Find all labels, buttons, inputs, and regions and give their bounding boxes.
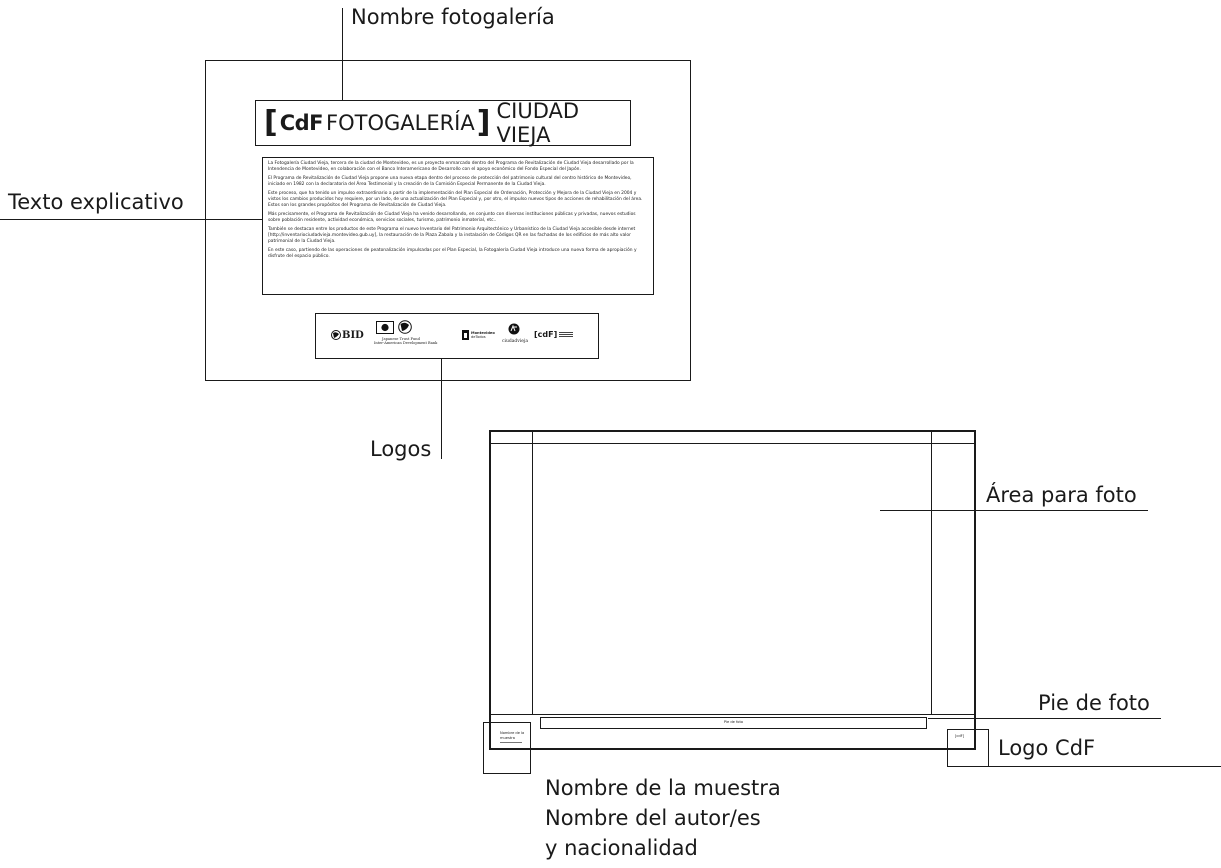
paragraph: La Fotogalería Ciudad Vieja, tercera de … xyxy=(268,161,634,172)
caption-bar: Pie de foto xyxy=(540,717,927,729)
gallery-title-box: [ CdF FOTOGALERÍA ] CIUDAD VIEJA xyxy=(255,99,631,147)
cdf-logo: [cdF] xyxy=(534,327,574,341)
logo-callout-box xyxy=(947,729,989,767)
label-nacionalidad: y nacionalidad xyxy=(545,836,698,860)
paragraph: Más precisamente, el Programa de Revital… xyxy=(268,212,636,223)
frame-right-line xyxy=(931,431,932,714)
label-logo-cdf: Logo CdF xyxy=(998,736,1096,760)
label-area-para-foto: Área para foto xyxy=(986,483,1137,507)
frame-left-line xyxy=(532,431,533,714)
leader-pie-foto xyxy=(928,718,1161,719)
label-nombre-muestra: Nombre de la muestra xyxy=(545,776,781,800)
ciudadvieja-logo: ciudadvieja xyxy=(500,323,530,351)
japan-fund-logo: Japanese Trust Fund Inter-American Devel… xyxy=(372,320,437,354)
logos-box: BID Japanese Trust Fund Inter-American D… xyxy=(315,313,599,359)
paragraph: En este caso, partiendo de las operacion… xyxy=(268,248,637,259)
montevideo-line2: deTodos xyxy=(471,335,486,339)
gallery-panel xyxy=(205,60,691,381)
frame-bottom-line xyxy=(490,714,975,715)
explanatory-text-box: La Fotogalería Ciudad Vieja, tercera de … xyxy=(262,157,654,295)
name-placeholder-2: muestra xyxy=(500,736,515,740)
name-placeholder-underline xyxy=(500,742,522,743)
japan-fund-line2: Inter-American Development Bank xyxy=(374,341,438,345)
label-pie-de-foto: Pie de foto xyxy=(1038,691,1150,715)
photo-frame xyxy=(489,430,976,750)
paragraph: También se destacan entre los productos … xyxy=(268,227,636,244)
label-texto-explicativo: Texto explicativo xyxy=(8,190,184,214)
paragraph: Este proceso, que ha tenido un impulso e… xyxy=(268,191,643,208)
frame-top-line xyxy=(490,443,975,444)
leader-logo-cdf xyxy=(989,766,1221,767)
paragraph: El Programa de Revitalización de Ciudad … xyxy=(268,176,632,187)
title-brand: CdF xyxy=(279,111,324,135)
caption-placeholder: Pie de foto xyxy=(723,720,744,724)
cdf-logo-text: [cdF] xyxy=(534,329,558,339)
montevideo-line1: Montevideo xyxy=(471,330,495,335)
title-sub: CIUDAD VIEJA xyxy=(496,99,580,147)
leader-area-foto xyxy=(880,510,1148,511)
title-main: FOTOGALERÍA xyxy=(326,111,475,135)
leader-logos xyxy=(441,359,442,459)
globe-icon xyxy=(398,320,412,334)
ciudadvieja-text: ciudadvieja xyxy=(502,339,529,344)
label-nombre-autor: Nombre del autor/es xyxy=(545,806,761,830)
montevideo-shield-icon xyxy=(462,330,469,340)
leader-texto-explicativo xyxy=(0,219,262,220)
label-nombre-fotogaleria: Nombre fotogalería xyxy=(351,5,555,29)
ciudadvieja-emblem-icon xyxy=(508,323,520,335)
bid-text: BID xyxy=(342,329,364,341)
japan-flag-icon xyxy=(376,321,394,334)
bid-logo: BID xyxy=(331,328,364,342)
title-bracket-open: [ xyxy=(264,105,278,140)
name-placeholder-1: Nombre de la xyxy=(500,731,525,735)
globe-icon xyxy=(331,330,341,340)
title-bracket-close: ] xyxy=(476,105,491,140)
label-logos: Logos xyxy=(370,437,432,461)
japan-fund-line1: Japanese Trust Fund xyxy=(382,337,420,341)
name-callout-box xyxy=(483,722,531,774)
logo-placeholder: [cdF] xyxy=(955,734,965,738)
leader-nombre-fotogaleria xyxy=(342,8,343,100)
montevideo-logo: Montevideo deTodos xyxy=(462,327,495,343)
